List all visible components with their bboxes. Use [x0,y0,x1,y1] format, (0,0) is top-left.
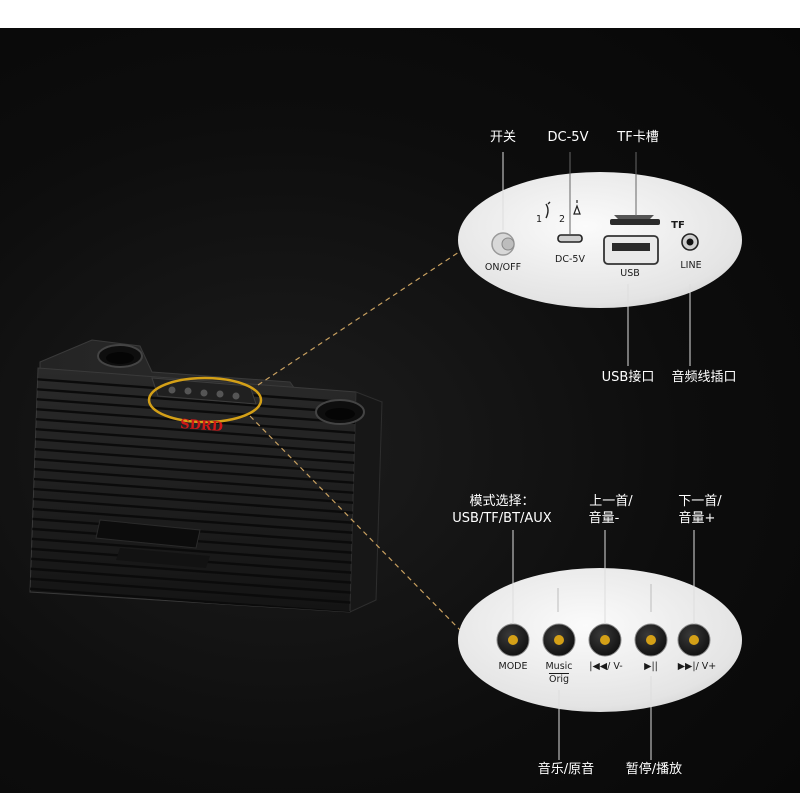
callout-connector-bottom [249,415,461,631]
mode-label: MODE [498,661,528,672]
charge-icon [545,201,551,219]
play-pause-button[interactable] [634,623,668,657]
speaker-device [29,339,383,613]
usb-callout: USB接口 [601,370,655,385]
next-label: ▶▶|/ V+ [677,661,717,672]
indicator-2-label: 2 [558,214,566,225]
play-callout: 暂停/播放 [625,762,683,777]
next-volume-up-button[interactable] [677,623,711,657]
brand-logo: SDRD [180,417,224,435]
callout-connector-top [257,249,463,386]
usb-label: USB [620,268,640,279]
dc-label: DC-5V [555,254,585,265]
tf-label: TF [671,220,685,231]
power-callout: 开关 [489,130,517,145]
next-callout-line2: 音量+ [678,511,716,526]
prev-callout-line1: 上一首/ [589,494,633,509]
mode-callout-line2: USB/TF/BT/AUX [452,511,552,526]
music-callout: 音乐/原音 [537,762,595,777]
music-orig-button[interactable] [542,623,576,657]
line-callout: 音频线插口 [671,370,737,385]
dc-callout: DC-5V [547,130,589,145]
bottom-zoom-panel [458,530,742,760]
prev-label: |◀◀/ V- [589,661,623,672]
tf-callout: TF卡槽 [617,130,659,145]
tf-card-slot[interactable] [610,219,660,225]
play-label: ▶|| [644,661,658,672]
music-label: Music [545,661,573,672]
next-callout-line1: 下一首/ [678,494,722,509]
mode-callout-line1: 模式选择： [469,494,535,509]
top-zoom-panel [458,152,742,366]
line-label: LINE [680,260,702,271]
orig-label: Orig [548,673,570,685]
prev-callout-line2: 音量- [588,511,620,526]
prev-volume-down-button[interactable] [588,623,622,657]
indicator-1-label: 1 [535,214,543,225]
dc-5v-port[interactable] [557,234,583,243]
mode-button[interactable] [496,623,530,657]
power-label: ON/OFF [484,262,522,273]
top-white-band [0,0,800,28]
light-icon [573,200,581,215]
